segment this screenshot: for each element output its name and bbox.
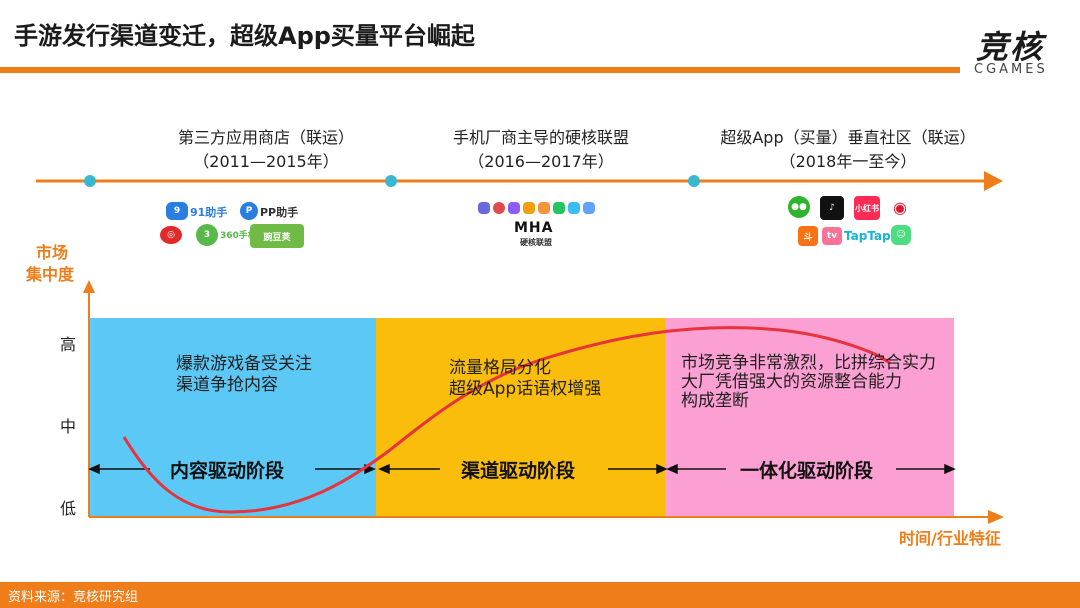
- wandou-label: 豌豆荚: [263, 232, 291, 243]
- vivo-store-icon: [508, 202, 520, 214]
- xiaohongshu-icon: 小红书: [854, 196, 880, 220]
- footer-source: 资料来源：竞核研究组: [8, 590, 139, 605]
- stage-label-channel: 渠道驱动阶段: [461, 460, 576, 482]
- page-title: 手游发行渠道变迁，超级App买量平台崛起: [14, 22, 475, 50]
- bilibili-icon: tv: [822, 227, 842, 245]
- cgames-logo: 竞核 CGAMES: [972, 22, 1068, 80]
- oppo-store-icon: [493, 202, 505, 214]
- era-1-logos: 9 91助手 P PP助手 ◎ 3 360手机助手 豌豆荚: [160, 198, 320, 254]
- phase-3-description: 市场竞争非常激烈，比拼综合实力 大厂凭借强大的资源整合能力 构成垄断: [681, 354, 936, 411]
- era-3-title: 超级App（买量）垂直社区（联运）: [720, 128, 976, 147]
- s360-icon: 3: [196, 224, 218, 246]
- xiaohongshu-label: 小红书: [855, 203, 879, 213]
- timeline-node-1: [84, 175, 96, 187]
- gionee-store-icon: [583, 202, 595, 214]
- phase-1-text-1: 爆款游戏备受关注: [176, 354, 312, 374]
- market-concentration-curve: [122, 326, 891, 514]
- x-axis-arrowhead: [988, 510, 1004, 524]
- era-1-years: （2011—2015年）: [193, 152, 339, 171]
- era-2-logos: MHA 硬核联盟: [476, 200, 606, 252]
- app91-label: 91助手: [190, 206, 228, 219]
- phase-2-text-1: 流量格局分化: [449, 358, 551, 378]
- phase-3-text-1: 市场竞争非常激烈，比拼综合实力: [681, 353, 936, 373]
- era-3-logos: ●● ♪ 小红书 ◉ 斗 tv TapTap ☺: [786, 194, 916, 250]
- y-level-low: 低: [60, 499, 77, 518]
- stage-arrows: [88, 463, 956, 475]
- taptap-label: TapTap: [844, 229, 891, 243]
- era-2-years: （2016—2017年）: [468, 152, 614, 171]
- pp-label: PP助手: [260, 206, 299, 219]
- phase-1-description: 爆款游戏备受关注 渠道争抢内容: [176, 354, 312, 396]
- wandou-icon: 豌豆荚: [250, 224, 304, 248]
- unicom-icon: ◎: [160, 226, 182, 244]
- era-3-years: （2018年一至今）: [779, 152, 917, 171]
- phase-block-content: [90, 318, 376, 516]
- phase-block-channel: [376, 318, 665, 516]
- era-1-title: 第三方应用商店（联运）: [177, 128, 354, 147]
- logo-sub-text: CGAMES: [974, 62, 1048, 77]
- era-label-2: 手机厂商主导的硬核联盟 （2016—2017年）: [391, 126, 691, 174]
- coolpad-store-icon: [553, 202, 565, 214]
- title-underline: [0, 67, 960, 73]
- lenovo-store-icon: [538, 202, 550, 214]
- y-axis-arrowhead: [83, 280, 95, 293]
- alliance-label: 硬核联盟: [520, 238, 552, 247]
- phase-2-description: 流量格局分化 超级App话语权增强: [449, 358, 601, 400]
- timeline-arrowhead: [984, 171, 1003, 191]
- y-level-high: 高: [60, 335, 77, 354]
- y-axis-label-line2: 集中度: [26, 265, 75, 284]
- footer-bar: 资料来源：竞核研究组: [0, 582, 1080, 608]
- haoyoukuaibao-icon: ☺: [891, 225, 911, 245]
- s360-label: 360手机助手: [220, 231, 275, 241]
- wechat-icon: ●●: [788, 196, 810, 218]
- era-label-3: 超级App（买量）垂直社区（联运） （2018年一至今）: [698, 126, 998, 174]
- logo-main-text: 竞核: [976, 28, 1045, 66]
- stage-label-integrated: 一体化驱动阶段: [740, 460, 874, 482]
- timeline-node-3: [688, 175, 700, 187]
- y-level-mid: 中: [60, 417, 77, 436]
- timeline-node-2: [385, 175, 397, 187]
- douyu-icon: 斗: [798, 226, 818, 246]
- pp-icon: P: [240, 202, 258, 220]
- weibo-icon: ◉: [888, 196, 912, 218]
- phase-3-text-3: 构成垄断: [681, 391, 749, 411]
- era-label-1: 第三方应用商店（联运） （2011—2015年）: [116, 126, 416, 174]
- alliance-logo-icon: MHA: [514, 220, 554, 236]
- app91-icon: 9: [166, 202, 188, 220]
- phase-block-integrated: [665, 318, 954, 516]
- x-axis-label: 时间/行业特征: [899, 529, 1001, 548]
- phase-1-text-2: 渠道争抢内容: [176, 375, 278, 395]
- meizu-store-icon: [523, 202, 535, 214]
- y-axis-label: 市场 集中度: [26, 242, 74, 286]
- huawei-store-icon: [478, 202, 490, 214]
- tiktok-icon: ♪: [820, 196, 844, 220]
- zte-store-icon: [568, 202, 580, 214]
- phase-3-text-2: 大厂凭借强大的资源整合能力: [681, 372, 902, 392]
- stage-label-content: 内容驱动阶段: [170, 460, 285, 482]
- phase-2-text-2: 超级App话语权增强: [449, 379, 602, 399]
- y-axis-label-line1: 市场: [36, 243, 69, 262]
- era-2-title: 手机厂商主导的硬核联盟: [452, 128, 629, 147]
